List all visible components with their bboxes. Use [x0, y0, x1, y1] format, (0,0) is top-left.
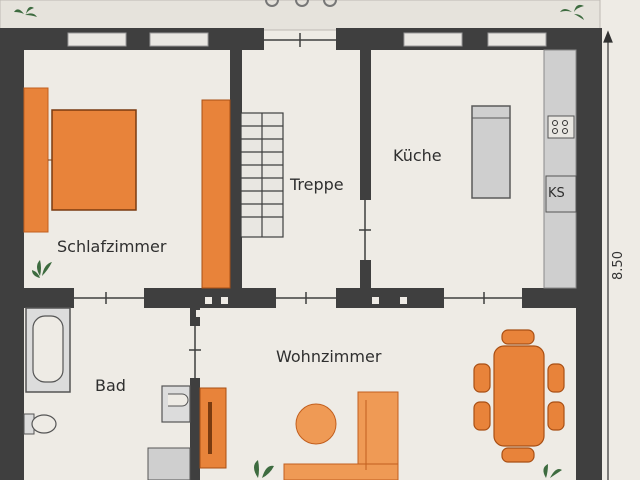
room-label-schlafzimmer: Schlafzimmer — [57, 237, 167, 256]
tv-sideboard — [199, 387, 227, 469]
fridge — [545, 175, 577, 213]
wardrobe — [201, 99, 231, 289]
bed — [23, 87, 137, 233]
sofa — [283, 391, 399, 480]
dimension-label: 8.50 — [610, 251, 626, 280]
plant-bedroom-icon — [32, 260, 52, 278]
fridge-label: KS — [548, 186, 565, 201]
door-openings — [74, 200, 522, 378]
wall-columns — [196, 297, 407, 317]
top-door-opening — [264, 33, 336, 47]
room-label-treppe: Treppe — [290, 175, 344, 194]
dining-table — [473, 329, 565, 463]
coffee-table — [295, 403, 337, 445]
terrace-chairs — [265, 0, 337, 7]
kitchen-counter — [543, 49, 577, 289]
windows-top — [67, 32, 547, 47]
terrace — [0, 0, 601, 31]
stairs — [240, 112, 284, 238]
room-label-wohnzimmer: Wohnzimmer — [276, 347, 382, 366]
room-label-bad: Bad — [95, 376, 126, 395]
kitchen-island — [471, 105, 511, 199]
bathtub — [25, 307, 71, 393]
dimension-line — [603, 30, 613, 480]
toilet-icon — [23, 413, 57, 435]
plant-living-icon — [254, 460, 274, 478]
bath-cabinet — [147, 447, 191, 480]
plant-dining-icon — [543, 464, 562, 478]
terrace-plant-left-icon — [14, 6, 37, 17]
terrace-plant-right-icon — [560, 4, 584, 20]
room-label-kueche: Küche — [393, 146, 442, 165]
sink-icon — [161, 385, 191, 423]
stove-icon — [547, 115, 575, 139]
